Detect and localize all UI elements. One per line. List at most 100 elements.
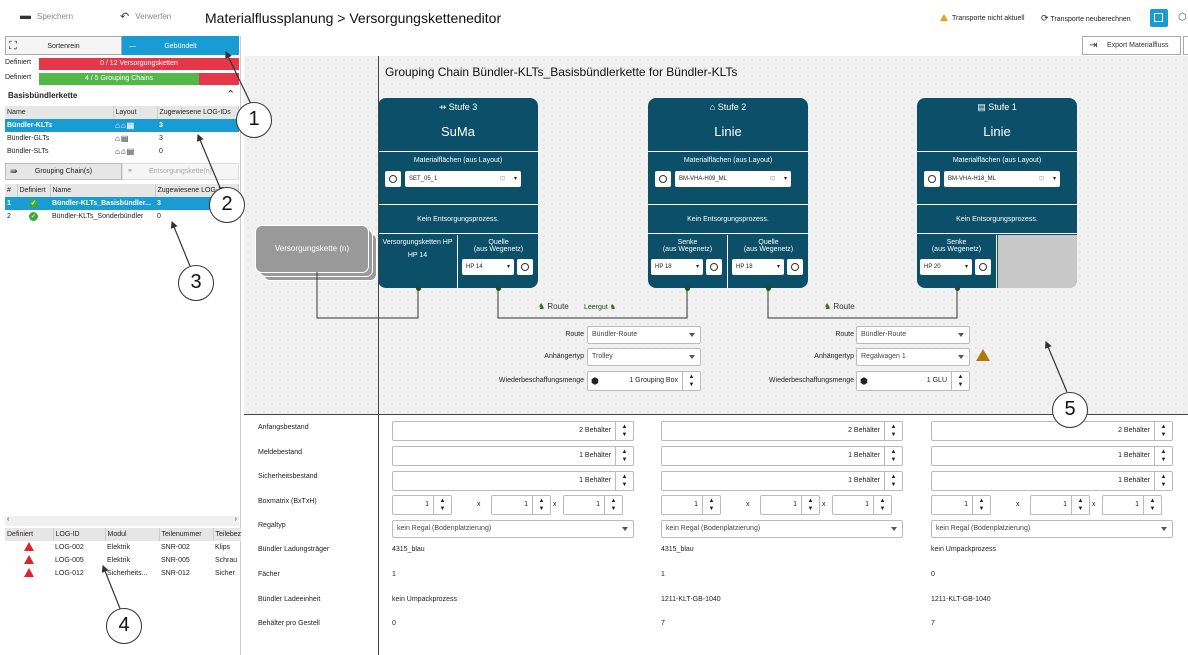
stepper-arrows[interactable]: ▲▼ [1154,422,1172,440]
tab-sortenrein[interactable]: ⛶Sortenrein [5,36,122,55]
box-width-stepper[interactable]: 1▲▼ [392,495,452,515]
stepper-arrows[interactable]: ▲▼ [951,372,969,390]
stepper-arrows[interactable]: ▲▼ [615,422,633,440]
scroll-left-icon[interactable]: ‹ [7,516,10,523]
save-button[interactable]: ▬Speichern [20,10,74,22]
material-area-select[interactable]: SET_05_1⊡▾ [405,171,521,187]
initial-stock-stepper[interactable]: 2 Behälter▲▼ [661,421,903,441]
reorder-stock-stepper[interactable]: 1 Behälter▲▼ [392,446,634,466]
chevron-up-icon[interactable]: ⌃ [226,89,236,101]
target-icon[interactable] [706,259,722,275]
table-row[interactable]: Bündler-SLTs⌂⌂▤0 [7,147,163,156]
col-assigned[interactable]: Zugewiesene LOG-IDs [157,106,239,119]
stepper-arrows[interactable]: ▲▼ [615,472,633,490]
qty-stepper[interactable]: ⬢1 GLU▲▼ [856,371,970,391]
material-area-select[interactable]: BM-VHA-H09_ML⊡▾ [675,171,791,187]
route-select[interactable]: Bündler-Route [587,326,701,344]
stepper-arrows[interactable]: ▲▼ [884,422,902,440]
safety-stock-stepper[interactable]: 1 Behälter▲▼ [392,471,634,491]
stage-1-card[interactable]: ▤ Stufe 1 Linie Materialflächen (aus Lay… [917,98,1077,288]
sink-hp-select[interactable]: HP 20▾ [920,259,972,275]
tab-gebuendelt[interactable]: —Gebündelt [122,36,239,55]
stepper-arrows[interactable]: ▲▼ [1143,496,1161,514]
qty-stepper[interactable]: ⬢1 Grouping Box▲▼ [587,371,701,391]
box-width-stepper[interactable]: 1▲▼ [661,495,721,515]
reorder-stock-stepper[interactable]: 1 Behälter▲▼ [931,446,1173,466]
target-icon[interactable] [975,259,991,275]
stage-label: ⌂ Stufe 2 [709,102,747,112]
route-field-label: Route [565,331,584,338]
cube-icon[interactable]: ⬡ [1178,12,1187,23]
scroll-right-icon[interactable]: › [234,516,237,523]
material-area-select[interactable]: BM-VHA-H18_ML⊡▾ [944,171,1060,187]
reorder-stock-stepper[interactable]: 1 Behälter▲▼ [661,446,903,466]
route-select[interactable]: Bündler-Route [856,326,970,344]
target-icon[interactable] [517,259,533,275]
stage-3-card[interactable]: ⇸ Stufe 3 SuMa Materialflächen (aus Layo… [378,98,538,288]
initial-stock-stepper[interactable]: 2 Behälter▲▼ [931,421,1173,441]
col-defined[interactable]: Definiert [17,184,51,197]
stepper-arrows[interactable]: ▲▼ [702,496,720,514]
box-depth-stepper[interactable]: 1▲▼ [760,495,820,515]
trailer-select[interactable]: Regalwagen 1 [856,348,970,366]
stepper-arrows[interactable]: ▲▼ [615,447,633,465]
col-teilebez[interactable]: Teilebez [213,528,241,541]
stepper-arrows[interactable]: ▲▼ [532,496,550,514]
stepper-arrows[interactable]: ▲▼ [1154,447,1172,465]
target-icon[interactable] [655,171,671,187]
export-button[interactable]: ⇥Export Materialfluss [1082,36,1181,55]
shelf-type-select[interactable]: kein Regal (Bodenplatzierung) [931,520,1173,538]
stepper-arrows[interactable]: ▲▼ [972,496,990,514]
box-height-stepper[interactable]: 1▲▼ [563,495,623,515]
col-log-defined[interactable]: Definiert [5,528,54,541]
stepper-arrows[interactable]: ▲▼ [604,496,622,514]
trailer-select[interactable]: Trolley [587,348,701,366]
col-teilenummer[interactable]: Teilenummer [159,528,214,541]
target-icon[interactable] [385,171,401,187]
box-depth-stepper[interactable]: 1▲▼ [491,495,551,515]
col-layout[interactable]: Layout [113,106,158,119]
col-log-id[interactable]: LOG-ID [53,528,106,541]
target-icon[interactable] [924,171,940,187]
recalc-button[interactable]: ⟳ Transporte neuberechnen [1041,13,1131,23]
box-depth-stepper[interactable]: 1▲▼ [1030,495,1090,515]
stepper-arrows[interactable]: ▲▼ [884,472,902,490]
initial-stock-stepper[interactable]: 2 Behälter▲▼ [392,421,634,441]
stepper-arrows[interactable]: ▲▼ [682,372,700,390]
shelf-type-select[interactable]: kein Regal (Bodenplatzierung) [392,520,634,538]
box-width-stepper[interactable]: 1▲▼ [931,495,991,515]
tab-disposal-chains[interactable]: ⚭Entsorgungskette(n) [122,163,239,180]
box-height-stepper[interactable]: 1▲▼ [1102,495,1162,515]
sink-hp-select[interactable]: HP 18▾ [651,259,703,275]
stage-2-card[interactable]: ⌂ Stufe 2 Linie Materialflächen (aus Lay… [648,98,808,288]
stepper-arrows[interactable]: ▲▼ [1154,472,1172,490]
stepper-arrows[interactable]: ▲▼ [873,496,891,514]
col-num[interactable]: # [5,184,18,197]
stepper-arrows[interactable]: ▲▼ [433,496,451,514]
safety-stock-stepper[interactable]: 1 Behälter▲▼ [931,471,1173,491]
tab-grouping-chains[interactable]: ⇛Grouping Chain(s) [5,163,122,180]
box-height-stepper[interactable]: 1▲▼ [832,495,892,515]
extra-toolbar-button[interactable] [1183,36,1188,55]
table-row[interactable]: Bündler-KLTs⌂⌂▤3 [5,119,239,132]
source-hp-select[interactable]: HP 18▾ [732,259,784,275]
horizontal-scrollbar[interactable]: ‹› [5,516,239,526]
target-icon[interactable] [787,259,803,275]
layout-toggle-button[interactable] [1150,9,1168,27]
discard-button[interactable]: ↶Verwerfen [120,11,172,23]
stepper-arrows[interactable]: ▲▼ [884,447,902,465]
supply-chain-node[interactable]: Versorgungskette (n) [256,226,368,272]
col-name[interactable]: Name [5,106,114,119]
table-row[interactable]: Bündler-GLTs⌂▤3 [7,134,163,143]
source-hp-select[interactable]: HP 14▾ [462,259,514,275]
col-chain-name[interactable]: Name [50,184,156,197]
shelf-type-select[interactable]: kein Regal (Bodenplatzierung) [661,520,903,538]
col-modul[interactable]: Modul [105,528,160,541]
stepper-arrows[interactable]: ▲▼ [1071,496,1089,514]
safety-stock-stepper[interactable]: 1 Behälter▲▼ [661,471,903,491]
stepper-arrows[interactable]: ▲▼ [801,496,819,514]
